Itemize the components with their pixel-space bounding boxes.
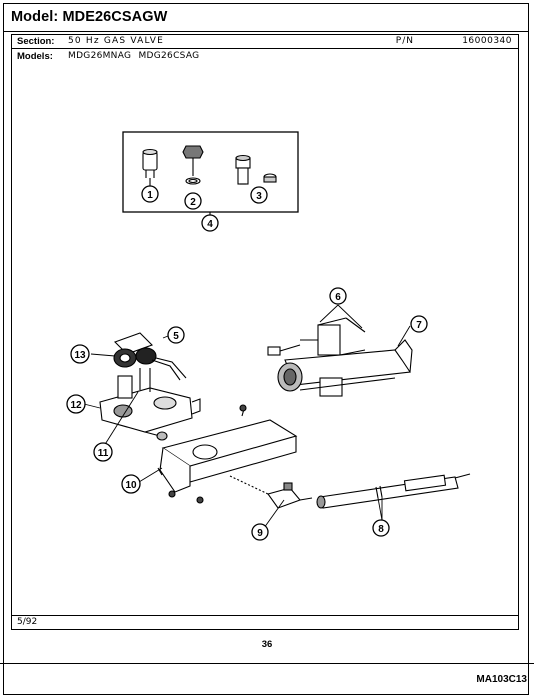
svg-text:8: 8 [378, 524, 384, 535]
title-bar: Model: MDE26CSAGW [4, 4, 528, 32]
part-2-shape [182, 145, 204, 185]
solenoid-coil-shape [113, 332, 187, 399]
callout-6: 6 [329, 287, 347, 305]
orifice-fitting-shape [229, 475, 313, 509]
svg-text:5: 5 [173, 331, 179, 342]
svg-text:3: 3 [256, 191, 262, 202]
page-frame: Model: MDE26CSAGW [3, 3, 529, 695]
callout-7: 7 [410, 315, 428, 333]
svg-text:6: 6 [335, 292, 341, 303]
part-3-shape [235, 154, 277, 185]
model-title: Model: MDE26CSAGW [11, 9, 168, 25]
section-row: Section: 50 Hz GAS VALVE P/N 16000340 [12, 35, 518, 49]
bracket-shape [157, 404, 298, 504]
callout-5: 5 [167, 326, 185, 344]
igniter-assembly-shape [267, 317, 413, 397]
page-number: 36 [261, 639, 273, 650]
callout-2: 2 [184, 192, 202, 210]
date-row: 5/92 [12, 615, 518, 629]
svg-text:11: 11 [98, 448, 109, 459]
svg-text:4: 4 [207, 219, 213, 230]
callout-12: 12 [66, 394, 86, 414]
footer-divider [0, 663, 534, 664]
callout-1: 1 [141, 185, 159, 203]
callout-11: 11 [93, 442, 113, 462]
part-1-shape [142, 148, 158, 186]
callout-4: 4 [201, 214, 219, 232]
models-value: MDG26MNAG MDG26CSAG [68, 51, 200, 61]
callout-13: 13 [70, 344, 90, 364]
part-number-label: P/N [395, 36, 414, 46]
models-row: Models: MDG26MNAG MDG26CSAG [12, 50, 518, 64]
svg-text:13: 13 [74, 350, 86, 361]
svg-text:9: 9 [257, 528, 263, 539]
document-code: MA103C13 [476, 674, 527, 685]
revision-date: 5/92 [17, 617, 38, 627]
callout-leaders [83, 304, 411, 529]
callout-3: 3 [250, 186, 268, 204]
svg-text:12: 12 [70, 400, 82, 411]
svg-text:7: 7 [416, 320, 422, 331]
gas-valve-body-shape [99, 387, 201, 441]
svg-text:2: 2 [190, 197, 196, 208]
section-label: Section: [17, 36, 55, 47]
callout-10: 10 [121, 474, 141, 494]
callout-9: 9 [251, 523, 269, 541]
callout-markers: 1 2 3 4 5 6 7 8 [66, 185, 428, 541]
svg-text:1: 1 [147, 190, 153, 201]
burner-tube-shape [316, 473, 471, 509]
part-number-value: 16000340 [462, 36, 512, 46]
svg-text:10: 10 [125, 480, 137, 491]
section-value: 50 Hz GAS VALVE [68, 36, 164, 46]
models-label: Models: [17, 51, 53, 62]
parts-diagram-frame: Section: 50 Hz GAS VALVE P/N 16000340 Mo… [11, 34, 519, 630]
callout-8: 8 [372, 519, 390, 537]
